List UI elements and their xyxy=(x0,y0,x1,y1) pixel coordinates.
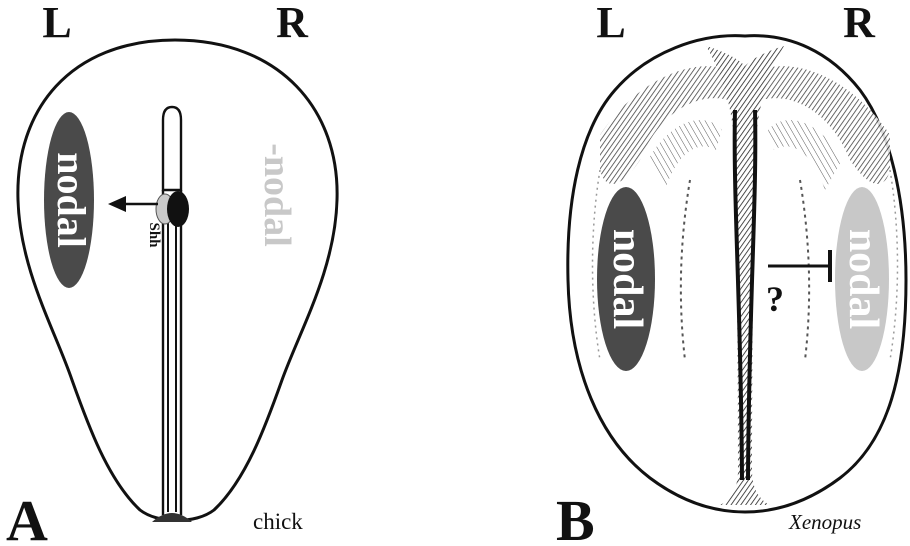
question-mark: ? xyxy=(766,279,784,319)
panel-a: nodal -nodal Shh L R A chick xyxy=(6,0,337,546)
nodal-right-label-b: nodal xyxy=(840,229,886,329)
panel-letter-a: A xyxy=(6,488,48,546)
panel-b: nodal nodal ? L R B Xenopus xyxy=(556,0,906,546)
nodal-left-label-b: nodal xyxy=(604,229,650,329)
panel-letter-b: B xyxy=(556,488,595,546)
left-axis-label-a: L xyxy=(42,0,71,47)
shh-label: Shh xyxy=(146,222,162,248)
nodal-left-label: nodal xyxy=(49,152,94,248)
nodal-right-label: -nodal xyxy=(256,143,298,246)
organism-label-xenopus: Xenopus xyxy=(788,510,861,534)
right-axis-label-b: R xyxy=(843,0,876,47)
left-axis-label-b: L xyxy=(596,0,625,47)
right-axis-label-a: R xyxy=(276,0,309,47)
organism-label-chick: chick xyxy=(253,509,303,534)
